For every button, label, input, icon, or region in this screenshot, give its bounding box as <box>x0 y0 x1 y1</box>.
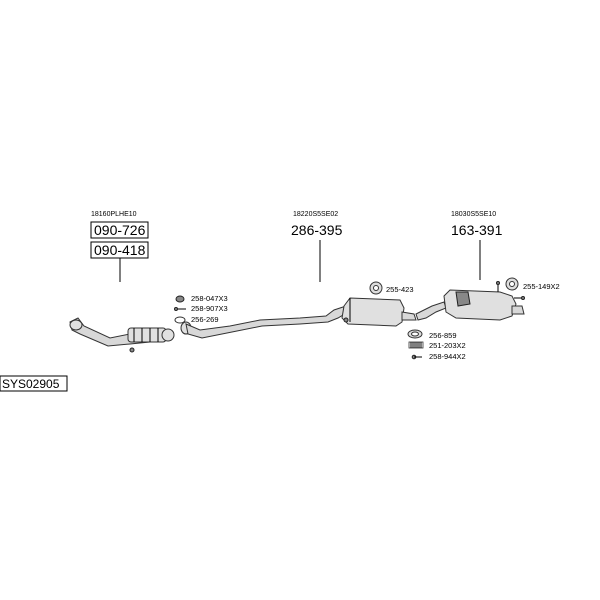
rubber-mount-icon[interactable] <box>175 295 185 303</box>
system-id: SYS02905 <box>2 377 60 391</box>
bolt-icon[interactable] <box>174 307 187 311</box>
accessory-258-944X2[interactable]: 258-944X2 <box>429 352 466 361</box>
oem-number-front-pipe: 18160PLHE10 <box>91 211 137 218</box>
gasket-ring-icon[interactable] <box>174 316 186 324</box>
part-number-286-395[interactable]: 286-395 <box>291 222 343 238</box>
oem-number-rear-silencer: 18030S5SE10 <box>451 211 496 218</box>
gasket-256-859-icon[interactable] <box>407 329 423 339</box>
accessory-255-149X2[interactable]: 255-149X2 <box>523 282 560 291</box>
middle-pipe-silencer-part[interactable] <box>180 297 417 339</box>
accessory-251-203X2[interactable]: 251-203X2 <box>429 341 466 350</box>
oem-number-middle-silencer: 18220S5SE02 <box>293 211 338 218</box>
spring-251-203X2-icon[interactable] <box>408 341 424 349</box>
rubber-mount-255-423-icon[interactable] <box>369 281 383 295</box>
bolt-258-944X2-icon[interactable] <box>411 354 422 360</box>
accessory-256-859[interactable]: 256-859 <box>429 331 457 340</box>
front-pipe-catalyst-part[interactable] <box>69 317 175 353</box>
rear-silencer-part[interactable] <box>415 281 525 321</box>
part-box-090-726[interactable] <box>90 221 149 239</box>
rubber-mount-255-149X2-icon[interactable] <box>505 277 519 291</box>
accessory-255-423[interactable]: 255-423 <box>386 285 414 294</box>
accessory-256-269[interactable]: 256-269 <box>191 315 219 324</box>
part-number-090-726[interactable]: 090-726 <box>94 222 146 238</box>
system-id-box <box>0 375 68 392</box>
part-number-163-391[interactable]: 163-391 <box>451 222 503 238</box>
accessory-258-907X3[interactable]: 258-907X3 <box>191 304 228 313</box>
accessory-258-047X3[interactable]: 258-047X3 <box>191 294 228 303</box>
part-number-090-418[interactable]: 090-418 <box>94 242 146 258</box>
